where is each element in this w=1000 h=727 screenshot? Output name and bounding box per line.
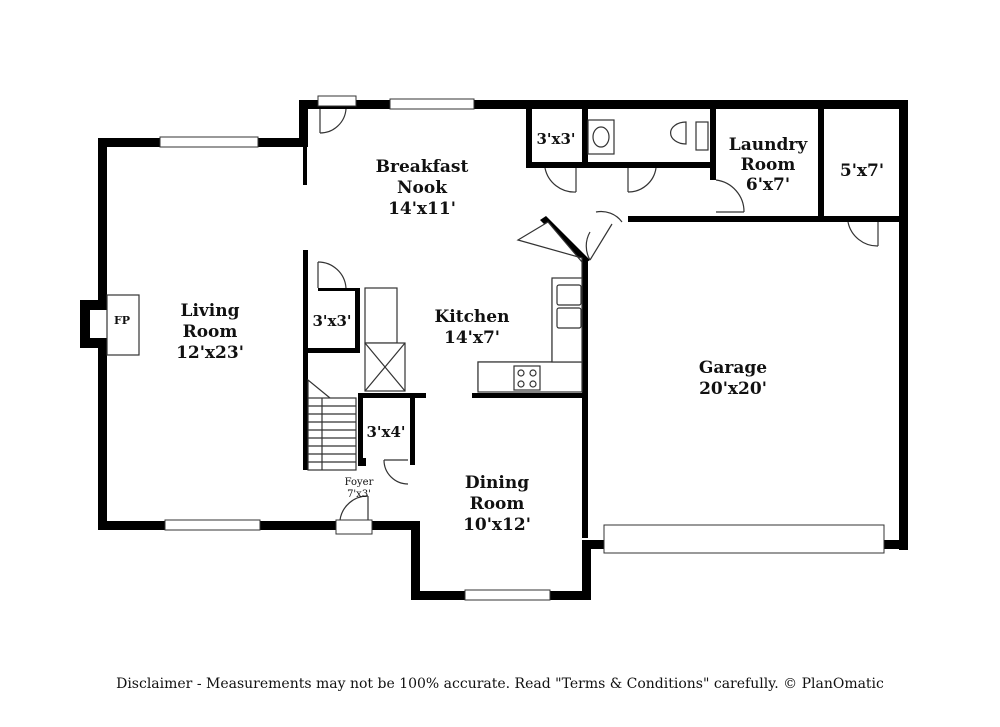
living-room-name-2: Room bbox=[183, 322, 238, 342]
bath-fixtures bbox=[587, 119, 709, 155]
closet-mid-size: 3'x3' bbox=[312, 312, 351, 330]
living-room-name-1: Living bbox=[181, 301, 240, 321]
window-living-bottom bbox=[164, 519, 261, 531]
storage-size: 5'x7' bbox=[840, 161, 884, 181]
kitchen-size: 14'x7' bbox=[444, 328, 500, 348]
dining-room-name-1: Dining bbox=[465, 473, 529, 493]
laundry-room-name-2: Room bbox=[741, 155, 796, 175]
fireplace-label: FP bbox=[114, 314, 130, 327]
room-labels: Breakfast Nook 14'x11' Living Room 12'x2… bbox=[176, 130, 884, 535]
window-living-top bbox=[159, 136, 259, 148]
kitchen-fixtures bbox=[364, 221, 583, 393]
interior-walls bbox=[303, 100, 908, 538]
stairs bbox=[307, 378, 357, 471]
laundry-room-name-1: Laundry bbox=[729, 135, 809, 155]
laundry-room-size: 6'x7' bbox=[746, 175, 790, 195]
garage-name: Garage bbox=[699, 358, 767, 378]
foyer-name: Foyer bbox=[345, 477, 374, 488]
dining-room-size: 10'x12' bbox=[463, 515, 531, 535]
window-dining bbox=[464, 589, 551, 601]
garage-door bbox=[603, 524, 885, 554]
window-nook bbox=[389, 98, 475, 110]
breakfast-nook-size: 14'x11' bbox=[388, 199, 456, 219]
breakfast-nook-name-1: Breakfast bbox=[376, 157, 469, 177]
foyer-size: 7'x3' bbox=[347, 489, 371, 500]
disclaimer-text: Disclaimer - Measurements may not be 100… bbox=[116, 676, 884, 692]
fireplace: FP bbox=[80, 294, 140, 356]
closet-top-size: 3'x3' bbox=[536, 130, 575, 148]
living-room-size: 12'x23' bbox=[176, 343, 244, 363]
breakfast-nook-name-2: Nook bbox=[397, 178, 448, 198]
kitchen-name: Kitchen bbox=[435, 307, 510, 327]
garage-size: 20'x20' bbox=[699, 379, 767, 399]
doors bbox=[317, 95, 879, 535]
windows bbox=[159, 98, 885, 601]
closet-hall-size: 3'x4' bbox=[366, 423, 405, 441]
dining-room-name-2: Room bbox=[470, 494, 525, 514]
